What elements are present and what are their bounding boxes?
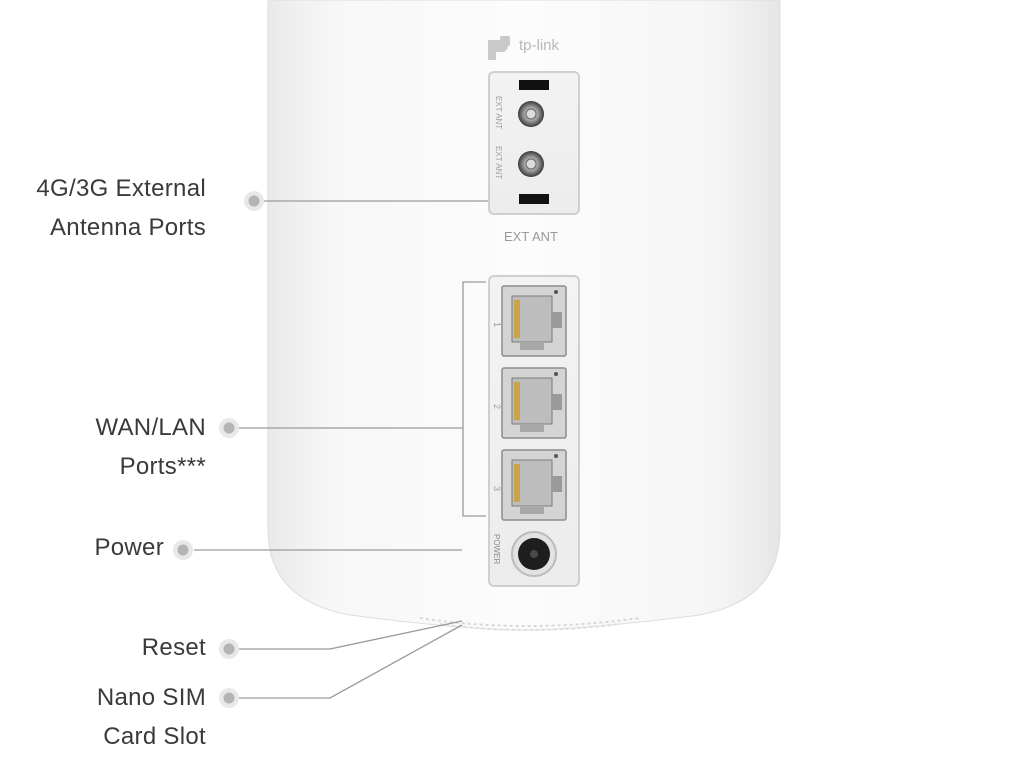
lan-port-2-number: 2: [492, 404, 502, 409]
antenna-panel: EXT ANT EXT ANT: [488, 71, 580, 215]
lan-port-3: [501, 449, 567, 521]
callout-line: 4G/3G External: [36, 175, 206, 202]
antenna-callout-dot: [244, 191, 264, 211]
lan-port-3-number: 3: [492, 486, 502, 491]
ports-panel: 1 2 3 POWER: [488, 275, 580, 587]
leader-lines: [194, 200, 488, 699]
sim-callout-dot: [219, 688, 239, 708]
lan-port-2: [501, 367, 567, 439]
power-callout: Power: [94, 528, 164, 567]
power-callout-dot: [173, 540, 193, 560]
antenna-port-1: [518, 101, 544, 127]
callout-line: Antenna Ports: [50, 214, 206, 241]
antenna-port-1-label: EXT ANT: [494, 96, 503, 129]
power-port: [511, 531, 557, 577]
wan-lan-callout-dot: [219, 418, 239, 438]
tp-link-logo: tp-link: [488, 36, 560, 60]
callout-line: Reset: [141, 634, 206, 661]
antenna-ports-callout: 4G/3G External Antenna Ports: [36, 169, 206, 247]
ext-ant-section-label: EXT ANT: [504, 229, 558, 244]
callout-line: Card Slot: [103, 723, 206, 750]
callout-line: Power: [94, 534, 164, 561]
callout-line: Ports***: [119, 453, 206, 480]
power-port-label: POWER: [492, 534, 501, 564]
reset-callout: Reset: [142, 628, 206, 667]
lan-port-1-number: 1: [492, 322, 502, 327]
callout-line: WAN/LAN: [95, 414, 206, 441]
brand-name: tp-link: [519, 37, 560, 54]
wan-lan-bracket: [462, 281, 486, 517]
callout-line: Nano SIM: [96, 684, 206, 711]
reset-callout-dot: [219, 639, 239, 659]
reset-leader-line: [239, 620, 463, 650]
lan-port-1: [501, 285, 567, 357]
sim-leader-line: [239, 624, 463, 699]
nano-sim-callout: Nano SIM Card Slot: [97, 678, 206, 756]
antenna-port-2-label: EXT ANT: [494, 146, 503, 179]
wan-lan-ports-callout: WAN/LAN Ports***: [95, 408, 206, 486]
callout-dots: [173, 191, 264, 708]
antenna-port-2: [518, 151, 544, 177]
